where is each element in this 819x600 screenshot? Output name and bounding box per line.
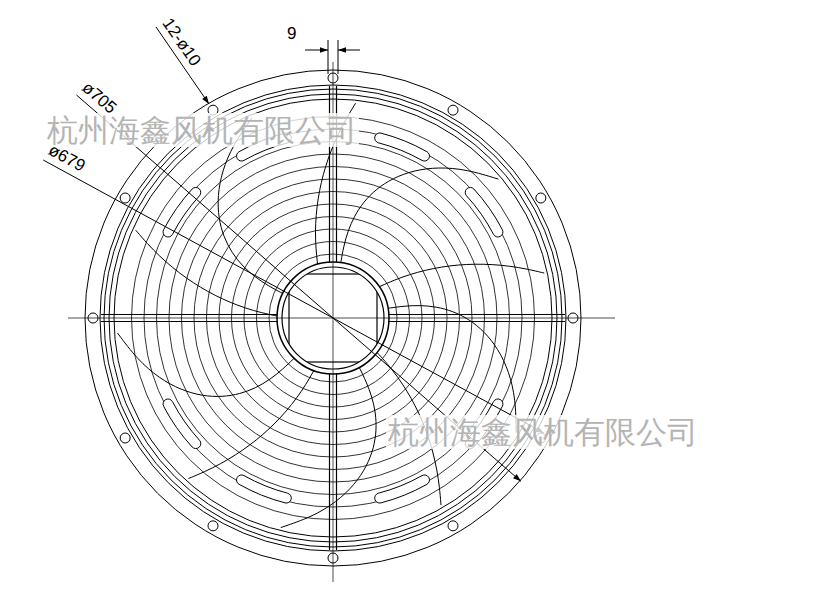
centerline — [68, 318, 615, 319]
spoke — [389, 321, 565, 322]
watermark: 杭州海鑫风机有限公司 — [386, 415, 700, 449]
dimension-line — [305, 50, 328, 51]
blade-edge — [341, 168, 499, 263]
mounting-hole — [120, 433, 130, 443]
mounting-hole — [448, 105, 458, 115]
slot — [375, 133, 430, 161]
slot — [163, 187, 201, 237]
blade-edge — [136, 230, 277, 316]
spoke — [336, 374, 337, 550]
slot — [375, 475, 430, 503]
slot — [163, 399, 201, 449]
blade-edge — [118, 333, 295, 396]
blade-edge — [281, 367, 376, 527]
mounting-hole — [208, 521, 218, 531]
blade-edge — [188, 371, 313, 479]
slot — [237, 475, 292, 503]
spoke — [101, 321, 277, 322]
mounting-hole — [536, 193, 546, 203]
blade-edge — [388, 306, 516, 433]
dimension-line — [338, 50, 360, 51]
extension-line — [338, 40, 339, 74]
spoke — [101, 314, 277, 315]
mounting-hole — [448, 521, 458, 531]
spoke — [389, 314, 565, 315]
mounting-hole — [120, 193, 130, 203]
blade-edge — [379, 264, 544, 286]
watermark: 杭州海鑫风机有限公司 — [45, 113, 359, 147]
dimension-text: 9 — [287, 25, 296, 44]
leader-line — [43, 160, 543, 433]
extension-line — [328, 40, 329, 74]
guard-geometry — [43, 27, 615, 582]
spoke — [329, 374, 330, 550]
hole-callout: 12-ø10 — [158, 15, 204, 70]
slot — [465, 187, 503, 237]
